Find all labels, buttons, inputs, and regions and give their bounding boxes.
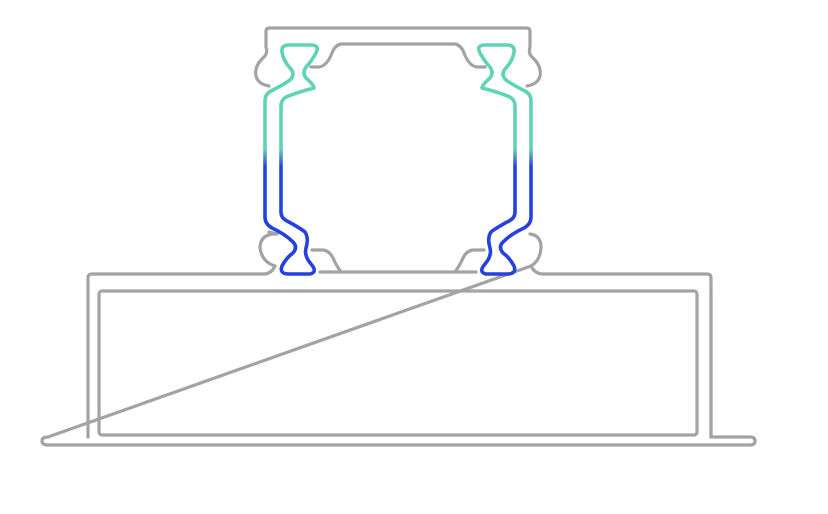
base-channel — [40, 264, 757, 447]
top-carrier — [254, 26, 543, 274]
right-strip — [477, 43, 533, 276]
base-channel-inner — [97, 289, 699, 437]
top-carrier-outline — [254, 26, 543, 274]
base-channel-outer — [40, 264, 757, 447]
left-strip — [263, 43, 319, 276]
